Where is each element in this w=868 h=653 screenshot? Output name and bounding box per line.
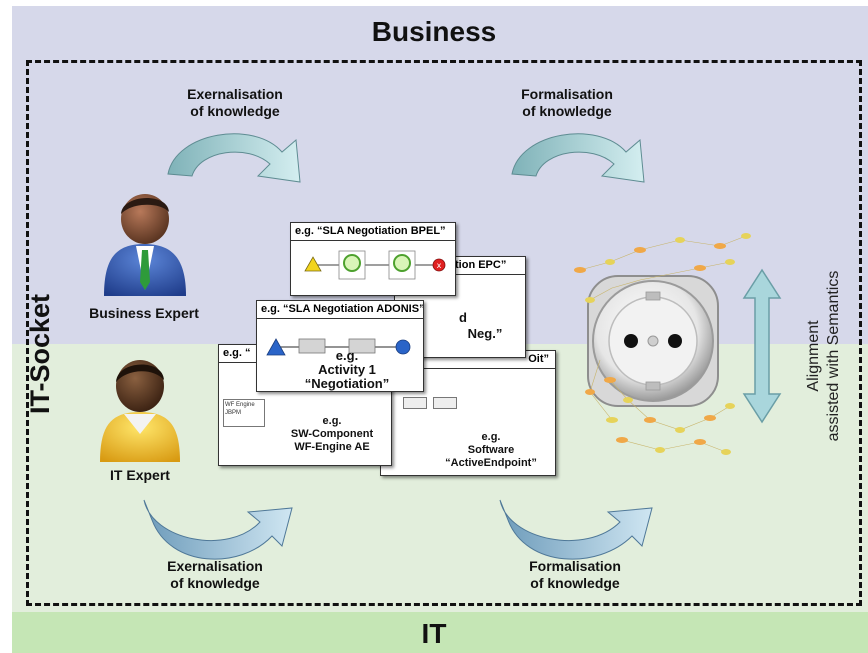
formalisation-label-bottom-line1: Formalisation [529, 558, 621, 574]
alignment-label-line1: Alignment [805, 320, 822, 392]
bpel-process-flow: x [304, 250, 446, 280]
adonis-window-title: e.g. “SLA Negotiation ADONIS” [257, 301, 423, 319]
externalisation-arrow-bottom [143, 499, 293, 560]
software-window-body: e.g. Software “ActiveEndpoint” [431, 431, 551, 470]
wf-engine-body-line3: WF-Engine AE [294, 441, 370, 453]
wf-engine-body-line1: e.g. [322, 415, 342, 427]
svg-text:x: x [437, 261, 442, 270]
ontology-nodes [574, 233, 751, 455]
software-component-box [403, 397, 427, 409]
formalisation-label-bottom: Formalisation of knowledge [490, 558, 660, 592]
software-body-line2: Software [467, 444, 515, 456]
business-expert-icon [104, 194, 186, 296]
externalisation-label-top-line2: of knowledge [190, 103, 280, 119]
power-socket-icon [587, 275, 719, 407]
formalisation-label-bottom-line2: of knowledge [530, 575, 620, 591]
wf-engine-side-box: WF Engine JBPM [223, 399, 265, 427]
formalisation-arrow-bottom [499, 499, 653, 560]
alignment-label: Alignment assisted with Semantics [804, 246, 848, 466]
externalisation-label-bottom: Exernalisation of knowledge [130, 558, 300, 592]
externalisation-label-top: Exernalisation of knowledge [150, 86, 320, 120]
adonis-process-flow [266, 338, 411, 356]
software-body-line1: e.g. [481, 431, 501, 443]
it-expert-icon [100, 360, 180, 462]
externalisation-label-bottom-line1: Exernalisation [167, 558, 263, 574]
it-zone-label: IT [421, 618, 447, 649]
business-expert-label: Business Expert [89, 305, 199, 321]
adonis-body-line3: “Negotiation” [304, 376, 390, 391]
business-zone-label: Business [371, 16, 497, 47]
bpel-window-title: e.g. “SLA Negotiation BPEL” [291, 223, 455, 241]
externalisation-label-top-line1: Exernalisation [187, 86, 283, 102]
externalisation-arrow-top [167, 133, 301, 183]
wf-engine-body-line2: SW-Component [290, 428, 374, 440]
alignment-label-line2: assisted with Semantics [825, 270, 842, 442]
bpel-model-window: e.g. “SLA Negotiation BPEL” x [290, 222, 456, 296]
software-body-line3: “ActiveEndpoint” [445, 457, 537, 469]
adonis-window-body: e.g. Activity 1 “Negotiation” [297, 349, 397, 391]
epc-window-body: Neg.” [467, 326, 503, 341]
wf-engine-window-body: e.g. SW-Component WF-Engine AE [277, 415, 387, 454]
formalisation-label-top: Formalisation of knowledge [482, 86, 652, 120]
epc-window-frag: d [459, 310, 467, 325]
externalisation-label-bottom-line2: of knowledge [170, 575, 260, 591]
adonis-body-line2: Activity 1 [318, 362, 376, 377]
adonis-body-line1: e.g. [335, 348, 359, 363]
formalisation-label-top-line1: Formalisation [521, 86, 613, 102]
it-expert-label: IT Expert [110, 467, 170, 483]
formalisation-arrow-top [511, 133, 645, 183]
it-zone-strip [12, 612, 868, 653]
formalisation-label-top-line2: of knowledge [522, 103, 612, 119]
alignment-double-arrow [742, 268, 782, 424]
software-component-box [433, 397, 457, 409]
adonis-model-window: e.g. “SLA Negotiation ADONIS” e.g. Activ… [256, 300, 424, 392]
it-socket-frame [26, 60, 862, 606]
